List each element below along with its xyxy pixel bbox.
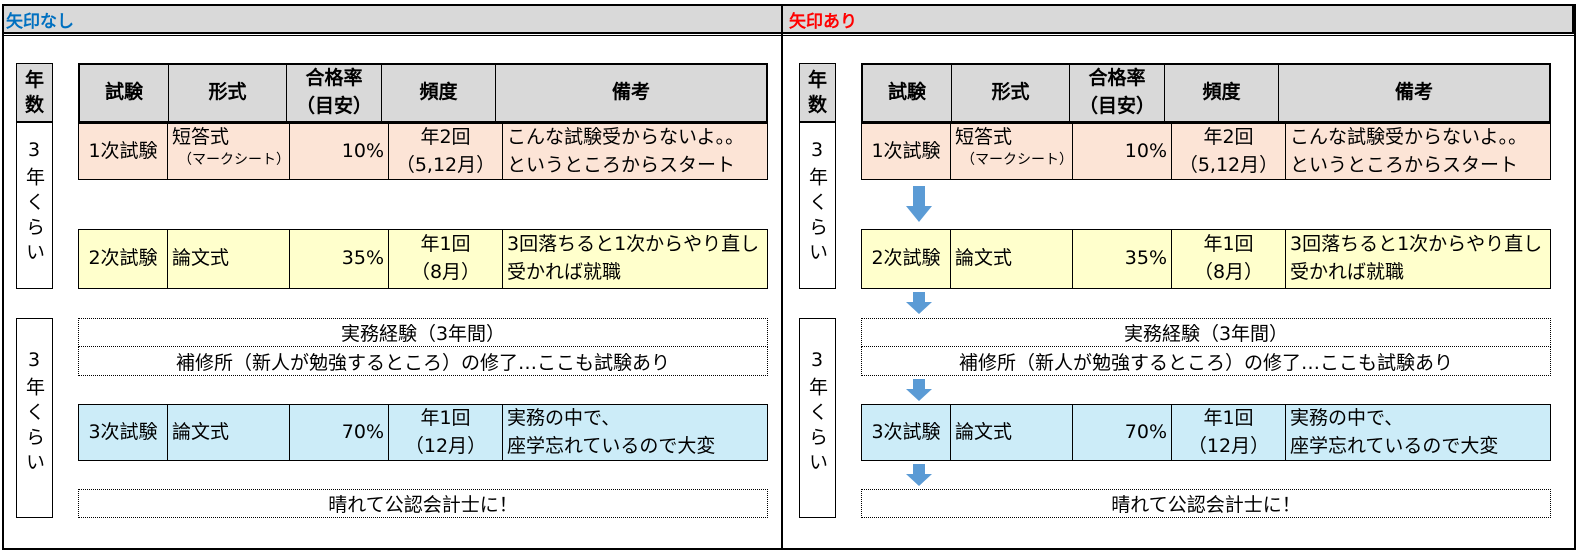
table-row: 1次試験 短答式（マークシート） 10% 年2回（5,12月） こんな試験受から… (861, 123, 1551, 180)
year-block-1: 年数 3年くらい (16, 63, 53, 289)
header-double-rule (2, 32, 1574, 36)
table-row: 1次試験 短答式（マークシート） 10% 年2回（5,12月） こんな試験受から… (78, 123, 768, 180)
year-block-label: 3年くらい (23, 139, 45, 267)
training-box: 補修所（新人が勉強するところ）の修了…ここも試験あり (78, 347, 768, 376)
table-row: 2次試験 論文式 35% 年1回（8月） 3回落ちると1次からやり直し受かれば就… (861, 229, 1551, 289)
exam-rate: 70% (290, 405, 389, 460)
year-block-label: 3年くらい (806, 349, 828, 477)
exam-frequency: 年1回（8月） (1172, 230, 1286, 288)
exam-note: こんな試験受からないよ。。というところからスタート (507, 125, 745, 176)
col-notes: 備考 (1394, 81, 1433, 104)
exam-frequency: 年2回（5,12月） (389, 124, 503, 179)
panel-divider (781, 4, 783, 550)
exam-name: 2次試験 (79, 230, 168, 288)
experience-box: 実務経験（3年間） (78, 318, 768, 347)
down-arrow-icon (906, 186, 932, 222)
panel-title-with-arrows: 矢印あり (789, 12, 857, 32)
exam-frequency: 年1回（12月） (1172, 405, 1286, 460)
exam-note: 3回落ちると1次からやり直し受かれば就職 (1290, 233, 1543, 283)
exam-format: 論文式 (168, 230, 290, 288)
exam-name: 2次試験 (862, 230, 951, 288)
year-block-2: 3年くらい (799, 318, 836, 518)
exam-note: こんな試験受からないよ。。というところからスタート (1290, 125, 1528, 176)
year-header: 年数 (17, 64, 52, 123)
col-rate: 合格率（目安） (287, 65, 382, 121)
training-box: 補修所（新人が勉強するところ）の修了…ここも試験あり (861, 347, 1551, 376)
exam-rate: 10% (290, 124, 389, 179)
table-row: 2次試験 論文式 35% 年1回（8月） 3回落ちると1次からやり直し受かれば就… (78, 229, 768, 289)
year-block-2: 3年くらい (16, 318, 53, 518)
exam-rate: 10% (1073, 124, 1172, 179)
sheet-border (2, 4, 1576, 550)
exam-name: 3次試験 (862, 405, 951, 460)
down-arrow-icon (906, 464, 932, 486)
table-row: 3次試験 論文式 70% 年1回（12月） 実務の中で、座学忘れているので大変 (861, 404, 1551, 461)
experience-box: 実務経験（3年間） (861, 318, 1551, 347)
exam-note: 実務の中で、座学忘れているので大変 (1290, 406, 1499, 457)
exam-frequency: 年2回（5,12月） (1172, 124, 1286, 179)
col-frequency: 頻度 (382, 65, 496, 121)
exam-format: 短答式（マークシート） (168, 124, 290, 179)
final-box: 晴れて公認会計士に！ (78, 489, 768, 518)
exam-frequency: 年1回（8月） (389, 230, 503, 288)
final-box: 晴れて公認会計士に！ (861, 489, 1551, 518)
table-header-row: 試験 形式 合格率（目安） 頻度 備考 (861, 63, 1551, 123)
down-arrow-icon (906, 292, 932, 314)
down-arrow-icon (906, 379, 932, 401)
year-block-label: 3年くらい (806, 139, 828, 267)
exam-rate: 70% (1073, 405, 1172, 460)
year-header: 年数 (800, 64, 835, 123)
col-format: 形式 (169, 65, 287, 121)
exam-note: 3回落ちると1次からやり直し受かれば就職 (507, 233, 760, 283)
exam-format: 短答式（マークシート） (951, 124, 1073, 179)
exam-rate: 35% (1073, 230, 1172, 288)
exam-format: 論文式 (951, 230, 1073, 288)
exam-note: 実務の中で、座学忘れているので大変 (507, 406, 716, 457)
col-notes: 備考 (611, 81, 650, 104)
col-exam: 試験 (80, 65, 169, 121)
table-row: 3次試験 論文式 70% 年1回（12月） 実務の中で、座学忘れているので大変 (78, 404, 768, 461)
col-frequency: 頻度 (1165, 65, 1279, 121)
col-rate: 合格率（目安） (1070, 65, 1165, 121)
table-header-row: 試験 形式 合格率（目安） 頻度 備考 (78, 63, 768, 123)
col-exam: 試験 (863, 65, 952, 121)
header-bar (2, 4, 1574, 34)
year-block-label: 3年くらい (23, 349, 45, 477)
col-format: 形式 (952, 65, 1070, 121)
exam-name: 3次試験 (79, 405, 168, 460)
exam-frequency: 年1回（12月） (389, 405, 503, 460)
exam-format: 論文式 (951, 405, 1073, 460)
panel-title-no-arrows: 矢印なし (6, 12, 74, 32)
exam-name: 1次試験 (862, 124, 951, 179)
exam-name: 1次試験 (79, 124, 168, 179)
exam-format: 論文式 (168, 405, 290, 460)
year-block-1: 年数 3年くらい (799, 63, 836, 289)
exam-rate: 35% (290, 230, 389, 288)
